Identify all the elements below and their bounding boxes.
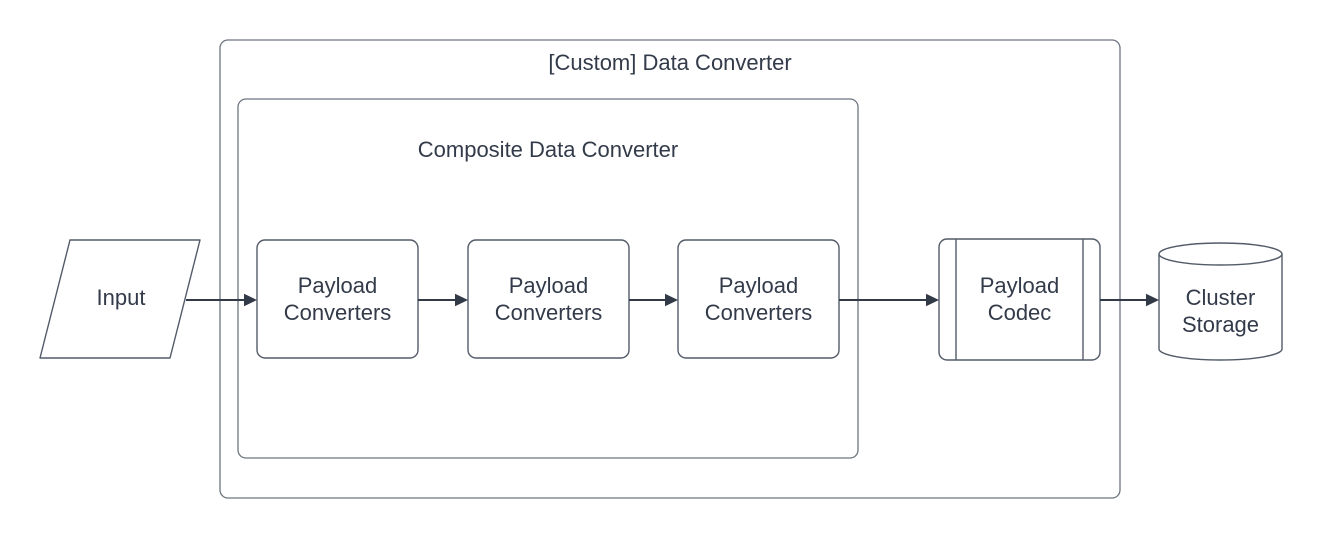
cluster-storage-cylinder [1158,242,1283,361]
arrow-converters-2-to-converters-3 [629,293,678,307]
composite-data-converter-title: Composite Data Converter [418,137,678,162]
arrow-head-icon [926,293,939,307]
arrow-input-to-converters-1 [186,293,257,307]
payload-converters-2-box [467,239,630,359]
arrow-codec-to-cluster-storage [1100,293,1159,307]
label-line-1: Payload [509,273,589,298]
node-input: Input [39,239,201,359]
payload-converters-3-box [677,239,840,359]
input-parallelogram [39,239,201,359]
arrow-head-icon [1146,293,1159,307]
input-label: Input [97,285,146,310]
label-line-2: Storage [1182,312,1259,337]
arrow-head-icon [665,293,678,307]
label-line-1: Cluster [1186,285,1256,310]
label-line-1: Payload [298,273,378,298]
arrow-converters-1-to-converters-2 [418,293,468,307]
label-line-2: Converters [495,300,603,325]
custom-data-converter-title: [Custom] Data Converter [548,50,791,75]
label-line-1: Payload [719,273,799,298]
payload-converters-1-box [256,239,419,359]
label-line-2: Codec [988,300,1052,325]
arrow-head-icon [244,293,257,307]
arrow-converters-3-to-codec [839,293,939,307]
label-line-1: Payload [980,273,1060,298]
cluster-storage-cylinder-rim [1158,253,1283,266]
label-line-2: Converters [284,300,392,325]
label-line-2: Converters [705,300,813,325]
arrow-head-icon [455,293,468,307]
